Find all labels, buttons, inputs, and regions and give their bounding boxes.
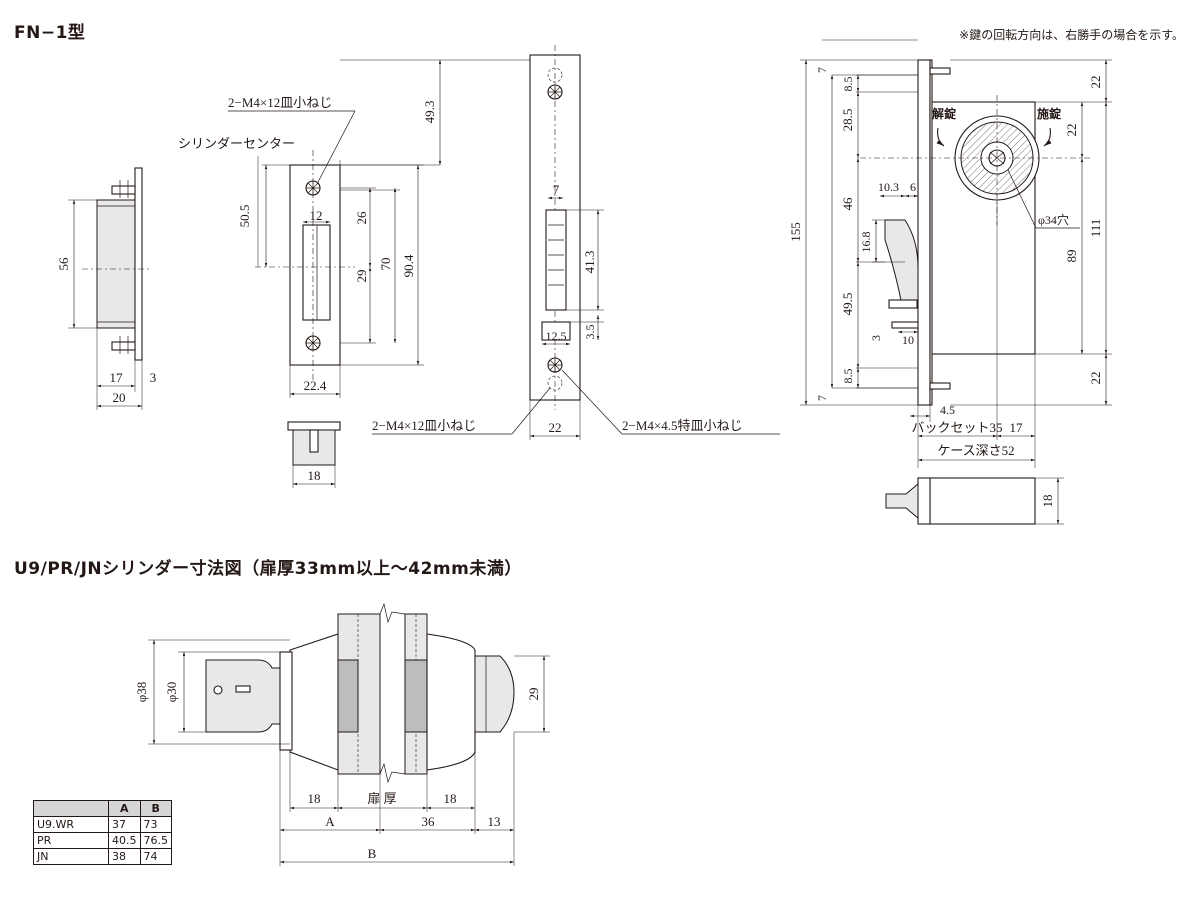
table-cell: 40.5 <box>108 832 141 849</box>
dim-12: 12 <box>310 208 323 223</box>
dim-46: 46 <box>840 197 855 211</box>
lock-body-view: 解錠 施錠 φ34穴 155 7 7 8.5 28.5 46 <box>788 39 1112 468</box>
dim-3-latch: 3 <box>869 335 883 341</box>
lock-label: 施錠 <box>1037 106 1061 121</box>
table-cell: 74 <box>139 848 172 865</box>
dim-18-left: 18 <box>308 791 321 806</box>
dim-17-right: 17 <box>1010 420 1024 435</box>
hole-label: φ34穴 <box>1038 212 1069 227</box>
dim-7-top: 7 <box>815 67 829 73</box>
dim-22-cyl: 22 <box>1064 124 1079 137</box>
dim-49-3: 49.3 <box>422 101 437 124</box>
phi30-label: φ30 <box>164 682 179 703</box>
backset-label: バックセット35 <box>911 420 1002 435</box>
table-cell: 73 <box>139 816 172 833</box>
dim-10: 10 <box>902 333 914 347</box>
unlock-label: 解錠 <box>932 106 956 121</box>
dim-22-4: 22.4 <box>304 378 327 393</box>
table-header <box>33 800 109 817</box>
table-row: U9.WR 37 73 <box>33 816 172 833</box>
dim-17: 17 <box>110 370 124 385</box>
dim-22-right-top: 22 <box>1088 76 1103 89</box>
faceplate-view: 7 41.3 3.5 12.5 22 2−M4×12皿小ねじ 2−M4×4.5特… <box>372 45 780 440</box>
dim-3: 3 <box>150 370 157 385</box>
dim-7: 7 <box>553 182 560 197</box>
table-cell: 38 <box>108 848 141 865</box>
dim-18: 18 <box>308 468 321 483</box>
fn1-title: FN−1型 <box>14 23 86 43</box>
case-depth-label: ケース深さ52 <box>937 443 1014 458</box>
cylinder-center-label: シリンダーセンター <box>178 136 295 151</box>
dim-7-bottom: 7 <box>815 395 829 401</box>
dim-6: 6 <box>910 180 916 194</box>
dim-18-right: 18 <box>444 791 457 806</box>
screw-label-a: 2−M4×12皿小ねじ <box>228 95 332 110</box>
dim-A: A <box>325 814 335 829</box>
door-thickness-label: 扉 厚 <box>367 791 396 806</box>
cylinder-title: U9/PR/JNシリンダー寸法図（扉厚33mm以上〜42mm未満） <box>14 559 522 579</box>
dim-22-right-bottom: 22 <box>1088 372 1103 385</box>
lock-bottom-view: 18 <box>885 477 1064 525</box>
strike-side-view: 56 17 3 20 <box>56 167 157 410</box>
strike-bottom-view: 18 <box>287 421 341 488</box>
dim-16-8: 16.8 <box>859 232 873 253</box>
dim-12-5: 12.5 <box>546 329 567 343</box>
cylinder-diagram: φ38 φ30 29 18 扉 厚 18 A 36 13 B <box>134 602 550 866</box>
dim-50-5: 50.5 <box>237 205 252 228</box>
screw-label-b: 2−M4×12皿小ねじ <box>372 418 476 433</box>
table-row: PR 40.5 76.5 <box>33 832 172 849</box>
dim-13: 13 <box>488 814 501 829</box>
dim-8-5-bottom: 8.5 <box>841 369 855 384</box>
dim-10-3: 10.3 <box>878 180 899 194</box>
rotation-note: ※鍵の回転方向は、右勝手の場合を示す。 <box>959 28 1184 42</box>
dim-8-5-top: 8.5 <box>841 77 855 92</box>
table-row: JN 38 74 <box>33 848 172 865</box>
table-header-row: A B <box>33 800 172 817</box>
dim-28-5: 28.5 <box>840 109 855 132</box>
dim-22: 22 <box>549 420 562 435</box>
dim-89: 89 <box>1064 250 1079 263</box>
dim-111: 111 <box>1088 219 1103 238</box>
dim-155: 155 <box>788 222 803 242</box>
dim-4-5: 4.5 <box>940 403 955 417</box>
dim-29-cyl: 29 <box>526 688 541 701</box>
table-cell: PR <box>33 832 109 849</box>
dim-29: 29 <box>354 270 369 283</box>
table-header: B <box>139 800 172 817</box>
dim-18-lock: 18 <box>1040 495 1055 508</box>
table-cell: U9.WR <box>33 816 109 833</box>
dim-26: 26 <box>354 211 369 225</box>
dim-36: 36 <box>422 814 436 829</box>
dim-90-4: 90.4 <box>401 254 416 277</box>
phi38-label: φ38 <box>134 682 149 703</box>
dim-B: B <box>368 846 377 861</box>
table-header: A <box>108 800 141 817</box>
table-cell: 37 <box>108 816 141 833</box>
dim-41-3: 41.3 <box>582 251 597 274</box>
dim-3-5: 3.5 <box>583 325 597 340</box>
screw-label-c: 2−M4×4.5特皿小ねじ <box>622 418 742 433</box>
strike-front-view: 2−M4×12皿小ねじ シリンダーセンター 50.5 12 26 29 70 9… <box>178 59 530 398</box>
table-cell: 76.5 <box>139 832 172 849</box>
dimension-table: A B U9.WR 37 73 PR 40.5 76.5 JN 38 74 <box>33 800 172 865</box>
dim-56: 56 <box>56 257 71 271</box>
table-cell: JN <box>33 848 109 865</box>
dim-70: 70 <box>378 258 393 271</box>
dim-20: 20 <box>113 390 126 405</box>
dim-49-5: 49.5 <box>840 293 855 316</box>
